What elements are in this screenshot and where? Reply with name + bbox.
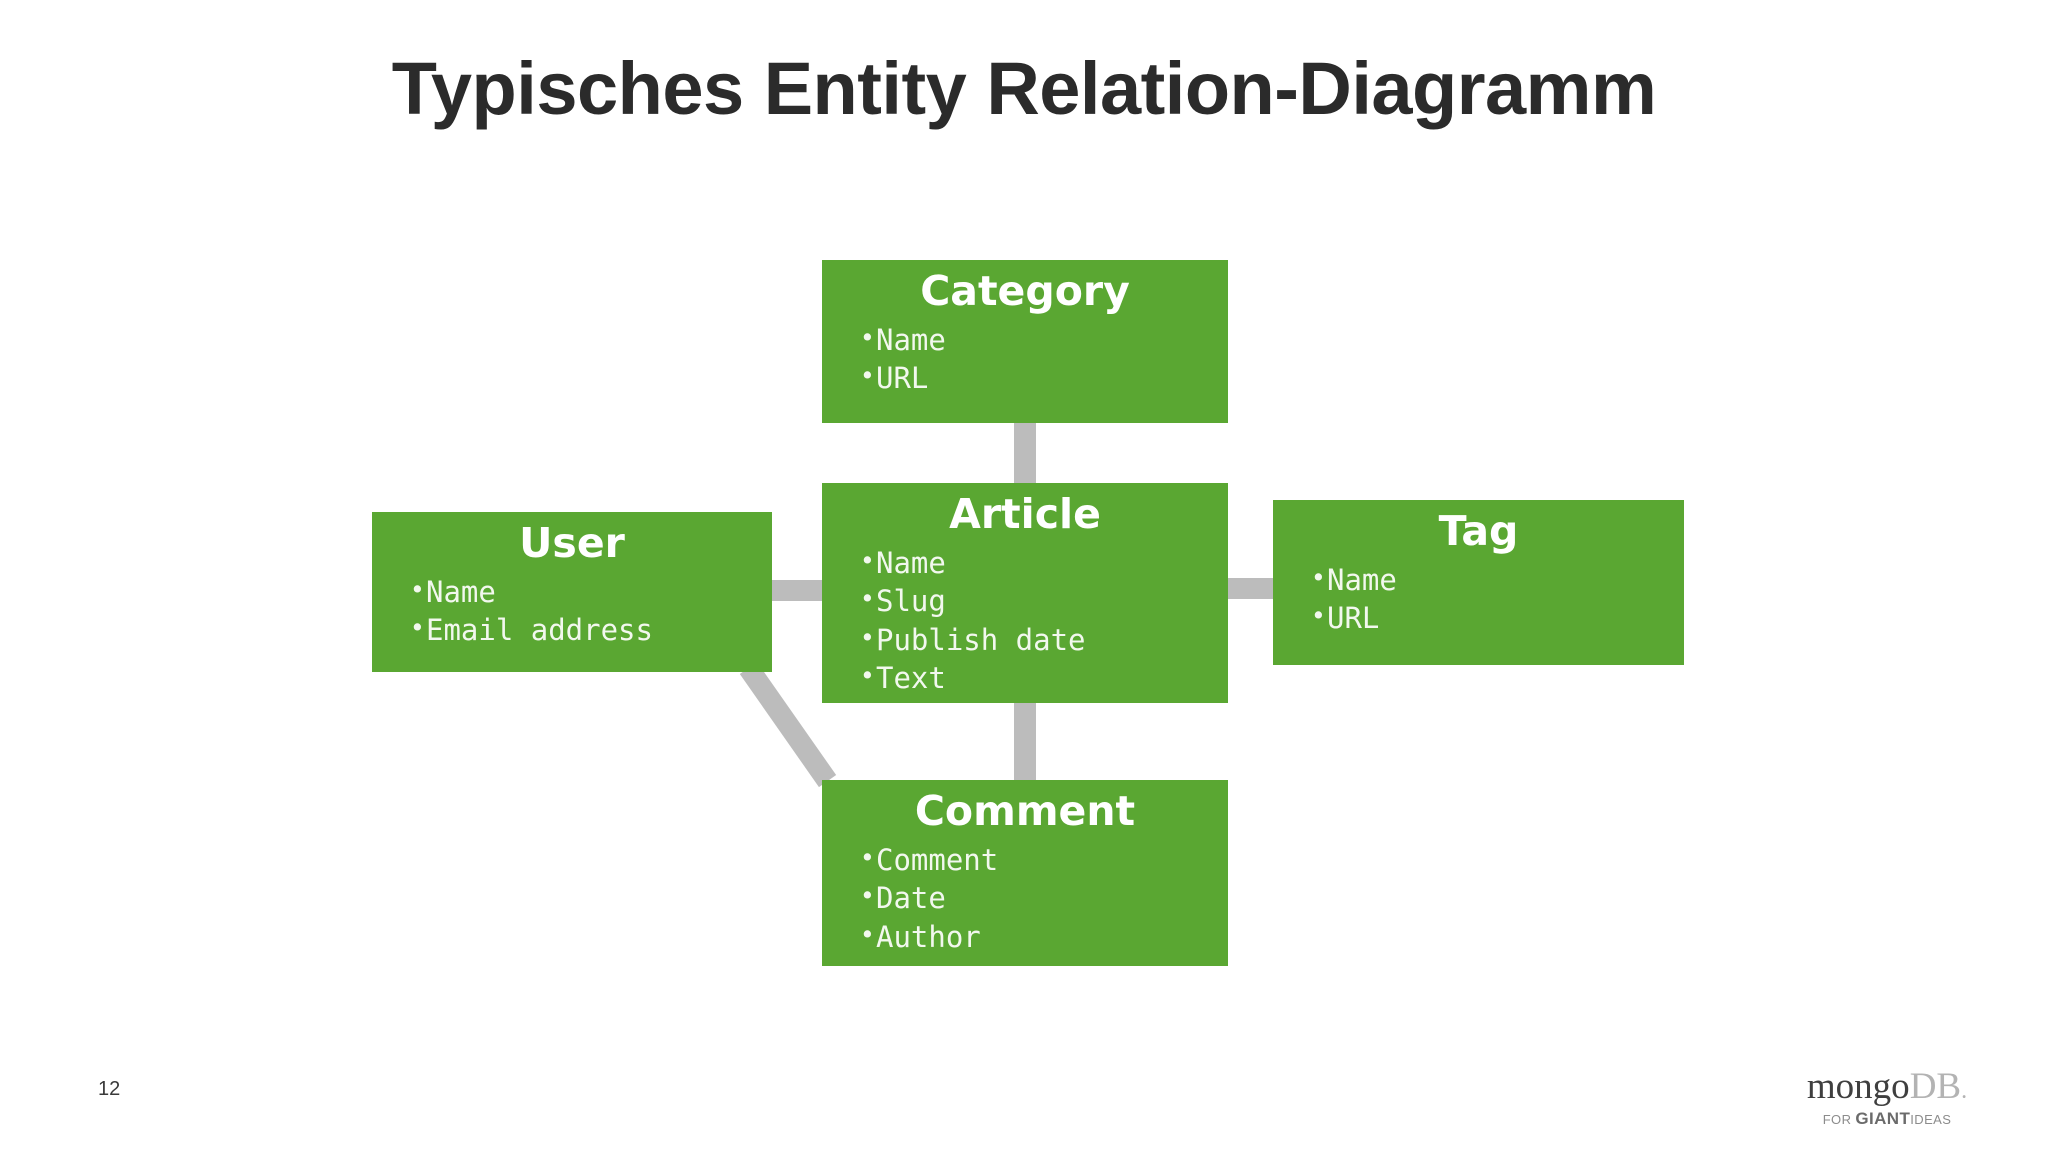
- entity-field-label: Name: [426, 575, 496, 610]
- entity-field-label: Email address: [426, 613, 653, 648]
- brand-tagline-ideas: IDEAS: [1910, 1112, 1952, 1127]
- entity-title-category: Category: [920, 267, 1130, 315]
- bullet-icon: •: [860, 361, 875, 391]
- entity-box-tag[interactable]: Tag •Name •URL: [1273, 500, 1684, 665]
- connector-article-comment: [1014, 696, 1036, 788]
- entity-field: •Comment: [860, 841, 1228, 879]
- entity-field: •Name: [410, 573, 772, 611]
- brand-mongo-text: mongo: [1806, 1066, 1910, 1107]
- entity-box-user[interactable]: User •Name •Email address: [372, 512, 772, 672]
- entity-title-user: User: [519, 519, 625, 567]
- entity-field-list-user: •Name •Email address: [372, 573, 772, 650]
- entity-field: •Name: [1311, 561, 1684, 599]
- entity-field-label: Slug: [876, 584, 946, 619]
- bullet-icon: •: [410, 575, 425, 605]
- entity-field-label: Comment: [876, 843, 999, 878]
- page-title: Typisches Entity Relation-Diagramm: [391, 47, 1657, 130]
- entity-field-label: Date: [876, 881, 946, 916]
- entity-field: •Publish date: [860, 621, 1228, 659]
- bullet-icon: •: [860, 546, 875, 576]
- entity-field-label: URL: [876, 361, 929, 396]
- entity-box-category[interactable]: Category •Name •URL: [822, 260, 1228, 423]
- mongodb-tagline: FOR GIANTIDEAS: [1782, 1109, 1992, 1129]
- connector-user-article: [764, 580, 830, 601]
- entity-field: •Email address: [410, 611, 772, 649]
- entity-field-list-tag: •Name •URL: [1273, 561, 1684, 638]
- entity-title-article: Article: [949, 490, 1101, 538]
- entity-field-label: Name: [1327, 563, 1397, 598]
- entity-field: •Author: [860, 918, 1228, 956]
- brand-dot: .: [1961, 1078, 1968, 1104]
- bullet-icon: •: [1311, 563, 1326, 593]
- connector-category-article: [1014, 415, 1036, 491]
- bullet-icon: •: [860, 660, 875, 690]
- bullet-icon: •: [860, 881, 875, 911]
- mongodb-logo: mongoDB. FOR GIANTIDEAS: [1782, 1068, 1992, 1129]
- entity-field: •Name: [860, 544, 1228, 582]
- bullet-icon: •: [860, 584, 875, 614]
- entity-field-label: Text: [876, 660, 946, 695]
- entity-field-label: Name: [876, 546, 946, 581]
- connector-article-tag: [1220, 578, 1281, 599]
- entity-field-list-comment: •Comment •Date •Author: [822, 841, 1228, 956]
- bullet-icon: •: [860, 622, 875, 652]
- bullet-icon: •: [1311, 601, 1326, 631]
- entity-field: •Date: [860, 879, 1228, 917]
- entity-field-list-article: •Name •Slug •Publish date •Text: [822, 544, 1228, 697]
- entity-field-list-category: •Name •URL: [822, 321, 1228, 398]
- entity-title-comment: Comment: [914, 787, 1136, 835]
- entity-field-label: Author: [876, 919, 981, 954]
- mongodb-wordmark: mongoDB.: [1782, 1068, 1992, 1105]
- bullet-icon: •: [860, 323, 875, 353]
- entity-field-label: URL: [1327, 601, 1380, 636]
- entity-box-comment[interactable]: Comment •Comment •Date •Author: [822, 780, 1228, 966]
- brand-tagline-for: FOR: [1822, 1112, 1856, 1127]
- entity-title-tag: Tag: [1438, 507, 1519, 555]
- entity-field-label: Name: [876, 323, 946, 358]
- brand-tagline-giant: GIANT: [1855, 1109, 1911, 1128]
- entity-field: •URL: [1311, 599, 1684, 637]
- entity-box-article[interactable]: Article •Name •Slug •Publish date •Text: [822, 483, 1228, 703]
- entity-field: •Text: [860, 659, 1228, 697]
- entity-field-label: Publish date: [876, 622, 1086, 657]
- bullet-icon: •: [410, 613, 425, 643]
- page-number: 12: [98, 1078, 121, 1100]
- bullet-icon: •: [860, 843, 875, 873]
- bullet-icon: •: [860, 919, 875, 949]
- brand-db-text: DB: [1909, 1066, 1962, 1107]
- entity-field: •Name: [860, 321, 1228, 359]
- entity-field: •URL: [860, 359, 1228, 397]
- entity-field: •Slug: [860, 582, 1228, 620]
